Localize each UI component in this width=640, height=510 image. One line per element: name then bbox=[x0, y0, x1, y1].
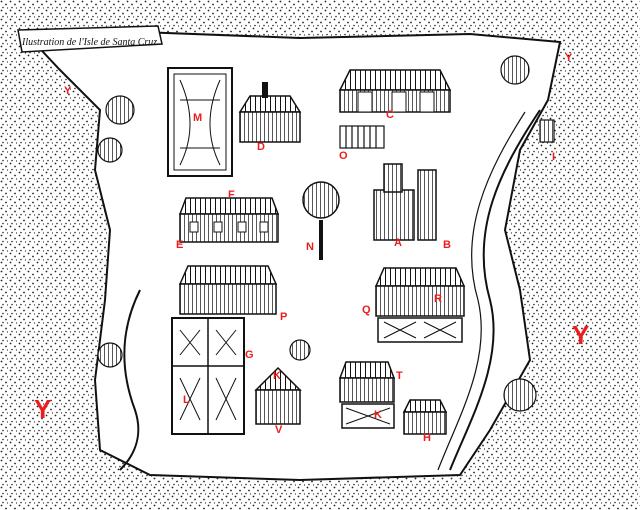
label-k: K bbox=[374, 409, 382, 421]
island-land bbox=[27, 30, 562, 482]
label-a: A bbox=[394, 237, 402, 249]
garden-l bbox=[171, 317, 245, 435]
label-h: H bbox=[423, 432, 431, 444]
label-v: V bbox=[275, 424, 283, 436]
edge-trees bbox=[97, 55, 537, 412]
label-m: M bbox=[193, 112, 203, 124]
label-q: Q bbox=[362, 304, 371, 316]
house-h bbox=[402, 399, 448, 435]
fence-o bbox=[339, 125, 385, 149]
label-t: T bbox=[396, 370, 403, 382]
building-e bbox=[178, 265, 278, 315]
title-scroll-text: Ilustration de l'Isle de Santa Cruz bbox=[22, 37, 158, 48]
label-r: R bbox=[434, 293, 442, 305]
label-d: D bbox=[257, 141, 265, 153]
label-y-left-large: Y bbox=[34, 394, 52, 424]
label-y-topleft: Y bbox=[64, 85, 72, 97]
house-d bbox=[239, 111, 301, 143]
label-b: B bbox=[443, 239, 451, 251]
label-s: K bbox=[273, 370, 281, 382]
tower-a bbox=[373, 163, 437, 241]
label-l: L bbox=[183, 394, 190, 406]
garden-q bbox=[377, 317, 463, 343]
building-t bbox=[338, 361, 396, 429]
label-p: P bbox=[280, 311, 288, 323]
tree-n bbox=[302, 181, 340, 260]
label-n: N bbox=[306, 241, 314, 253]
label-g: G bbox=[245, 349, 254, 361]
garden-m bbox=[167, 67, 233, 177]
structure-i bbox=[539, 119, 555, 143]
label-y-topright: Y bbox=[565, 52, 573, 64]
label-e: E bbox=[176, 239, 184, 251]
title-scroll bbox=[17, 25, 163, 53]
label-f: F bbox=[228, 189, 235, 201]
houses-f bbox=[178, 197, 280, 243]
label-y-right-large: Y bbox=[572, 320, 590, 350]
label-i: I bbox=[552, 151, 556, 163]
label-c: C bbox=[386, 109, 394, 121]
label-o: O bbox=[339, 150, 348, 162]
river bbox=[449, 109, 541, 471]
house-v bbox=[254, 366, 302, 425]
left-stream bbox=[119, 289, 141, 471]
building-r bbox=[374, 267, 466, 317]
